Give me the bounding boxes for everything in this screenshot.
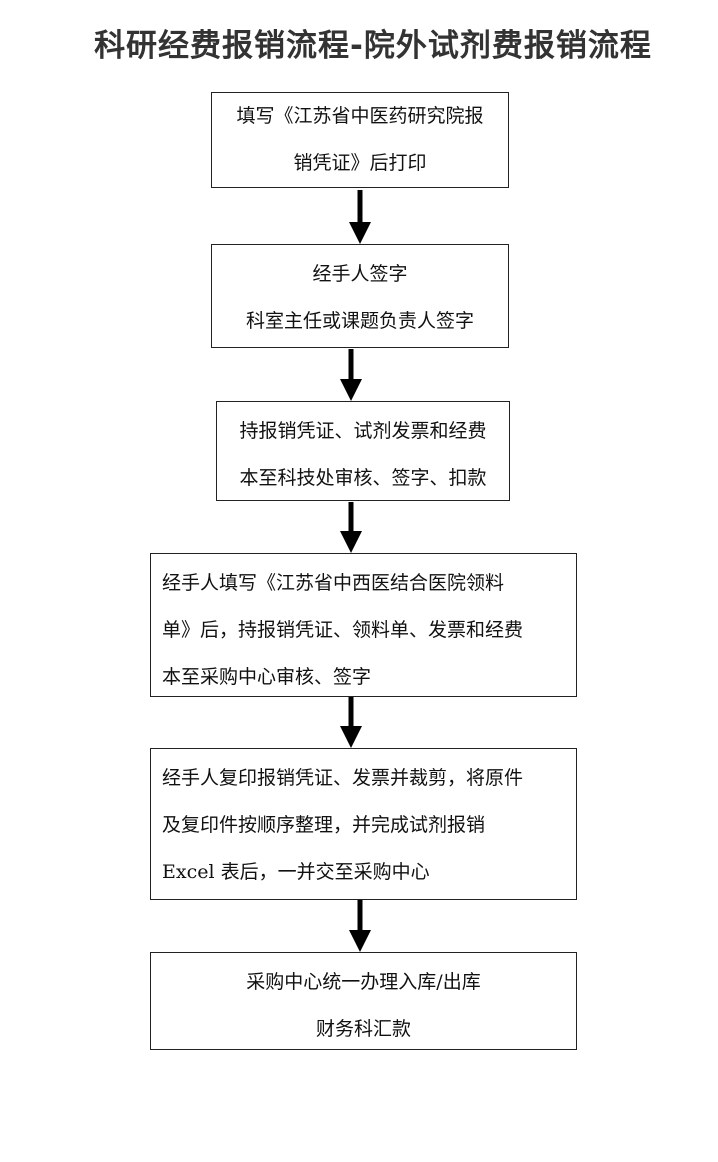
flow-step-4-line-3: 本至采购中心审核、签字 (162, 666, 372, 688)
flow-step-6-line-1: 采购中心统一办理入库/出库 (246, 971, 481, 993)
flow-step-6-line-2: 财务科汇款 (315, 1018, 411, 1040)
flow-step-4-line-1: 经手人填写《江苏省中西医结合医院领料 (162, 572, 505, 594)
flow-step-6: 采购中心统一办理入库/出库 财务科汇款 (150, 952, 577, 1050)
flow-step-1-line-1: 填写《江苏省中医药研究院报 (236, 105, 484, 127)
flow-step-1-line-2: 销凭证》后打印 (293, 152, 427, 174)
flow-step-5-line-2: 及复印件按顺序整理，并完成试剂报销 (162, 814, 486, 836)
flow-step-1: 填写《江苏省中医药研究院报 销凭证》后打印 (211, 92, 509, 188)
flow-step-3-line-1: 持报销凭证、试剂发票和经费 (239, 420, 487, 442)
flow-step-2: 经手人签字 科室主任或课题负责人签字 (211, 244, 509, 348)
flow-arrow-2 (340, 349, 362, 401)
flow-step-4-line-2: 单》后，持报销凭证、领料单、发票和经费 (162, 619, 524, 641)
flow-arrow-1 (349, 190, 371, 244)
page-title: 科研经费报销流程-院外试剂费报销流程 (94, 28, 652, 64)
flow-step-2-line-1: 经手人签字 (312, 263, 408, 285)
flow-arrow-3 (340, 502, 362, 553)
flow-step-2-line-2: 科室主任或课题负责人签字 (245, 310, 474, 332)
flow-step-3: 持报销凭证、试剂发票和经费 本至科技处审核、签字、扣款 (216, 401, 510, 501)
flow-step-3-line-2: 本至科技处审核、签字、扣款 (239, 467, 487, 489)
flow-step-5: 经手人复印报销凭证、发票并裁剪，将原件 及复印件按顺序整理，并完成试剂报销 Ex… (150, 748, 577, 900)
flow-step-4: 经手人填写《江苏省中西医结合医院领料 单》后，持报销凭证、领料单、发票和经费 本… (150, 553, 577, 697)
flow-arrow-5 (349, 900, 371, 952)
flow-step-5-line-1: 经手人复印报销凭证、发票并裁剪，将原件 (162, 767, 524, 789)
flow-step-5-line-3: Excel 表后，一并交至采购中心 (162, 861, 430, 883)
flow-arrow-4 (340, 697, 362, 748)
